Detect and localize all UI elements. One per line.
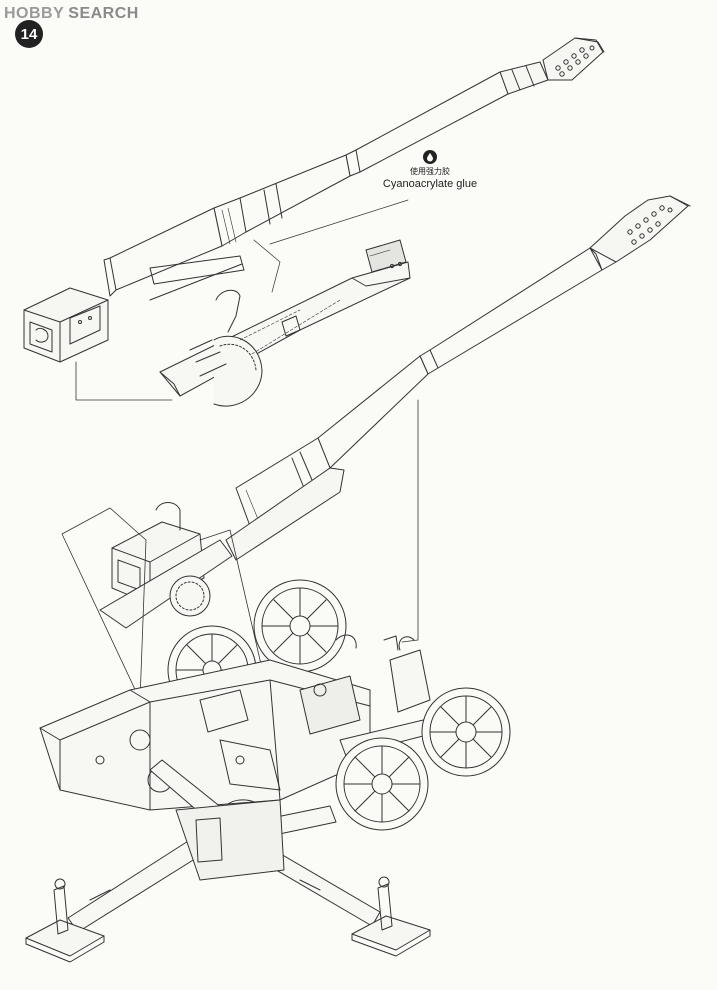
upper-muzzle-brake (543, 38, 604, 80)
front-wheels (336, 637, 510, 830)
upper-barrel-assembly (24, 38, 604, 400)
hobby-search-logo: HOBBY (4, 5, 64, 23)
outriggers (26, 760, 430, 962)
glue-label-english: Cyanoacrylate glue (382, 178, 478, 190)
step-number-badge: 14 (15, 20, 43, 48)
lower-barrel (100, 196, 690, 628)
watermark-search: SEARCH (68, 5, 139, 22)
upper-breech-block (24, 288, 108, 362)
glue-label-chinese: 使用强力胶 (410, 167, 450, 176)
glue-callout: 使用强力胶 Cyanoacrylate glue (372, 150, 488, 191)
watermark-hobby: HOBBY (4, 5, 65, 22)
upper-cradle (160, 240, 410, 406)
watermark: HOBBY SEARCH (4, 4, 139, 24)
carriage-body (40, 635, 398, 812)
glue-drop-icon (423, 150, 437, 164)
